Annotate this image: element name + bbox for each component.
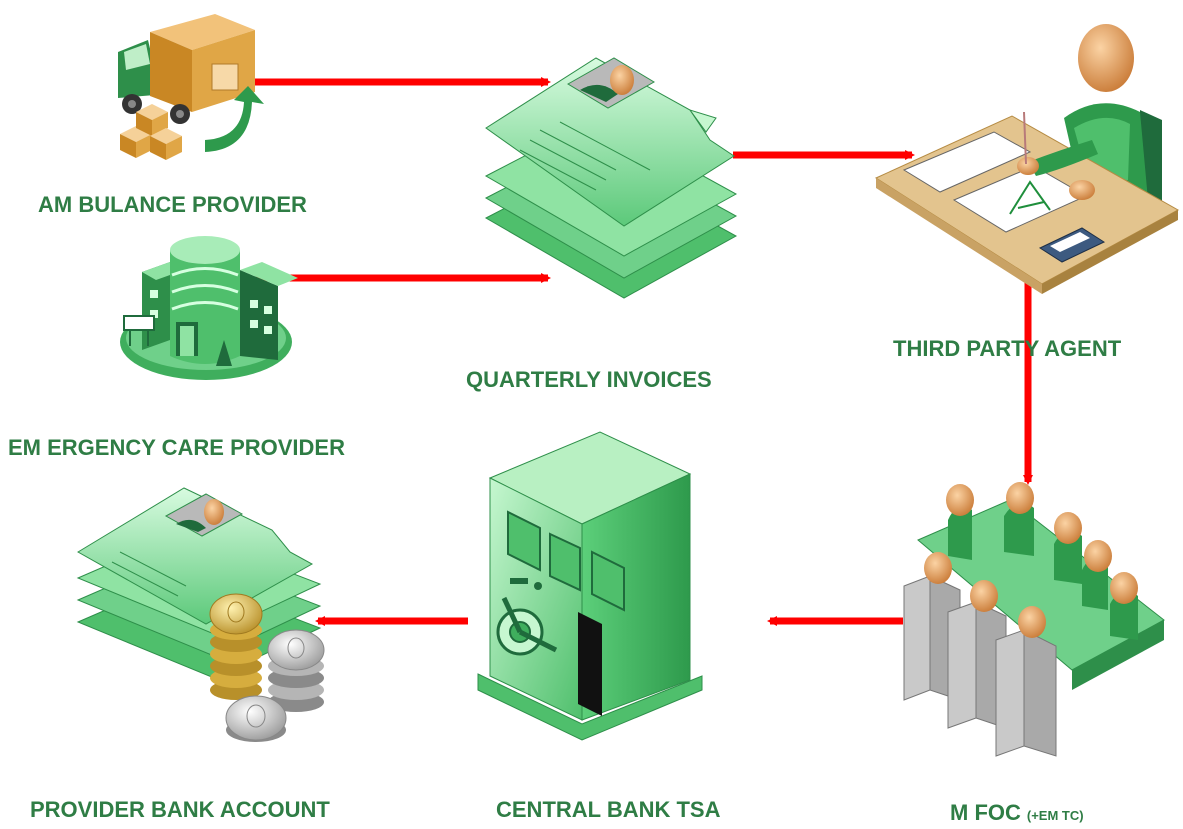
committee-meeting-icon — [903, 482, 1165, 757]
quarterly-invoices-label: QUARTERLY INVOICES — [466, 367, 712, 392]
provider-bank-account-label: PROVIDER BANK ACCOUNT — [30, 797, 330, 822]
central-bank-tsa-label: CENTRAL BANK TSA — [496, 797, 721, 822]
bank-vault-icon — [477, 431, 703, 741]
hospital-building-icon — [120, 236, 298, 380]
documents-and-coins-icon — [76, 487, 325, 742]
mfoc-label: M FOC (+EM TC) — [950, 800, 1084, 825]
ambulance-provider-label: AM BULANCE PROVIDER — [38, 192, 307, 217]
third-party-agent-label: THIRD PARTY AGENT — [893, 336, 1122, 361]
person-at-desk-icon — [874, 24, 1180, 294]
mfoc-label-sub: (+EM TC) — [1027, 808, 1084, 823]
invoice-documents-icon — [484, 57, 738, 299]
mfoc-label-main: M FOC — [950, 800, 1021, 825]
emergency-care-provider-label: EM ERGENCY CARE PROVIDER — [8, 435, 345, 460]
arrows — [252, 77, 1033, 626]
delivery-truck-icon — [118, 14, 264, 160]
